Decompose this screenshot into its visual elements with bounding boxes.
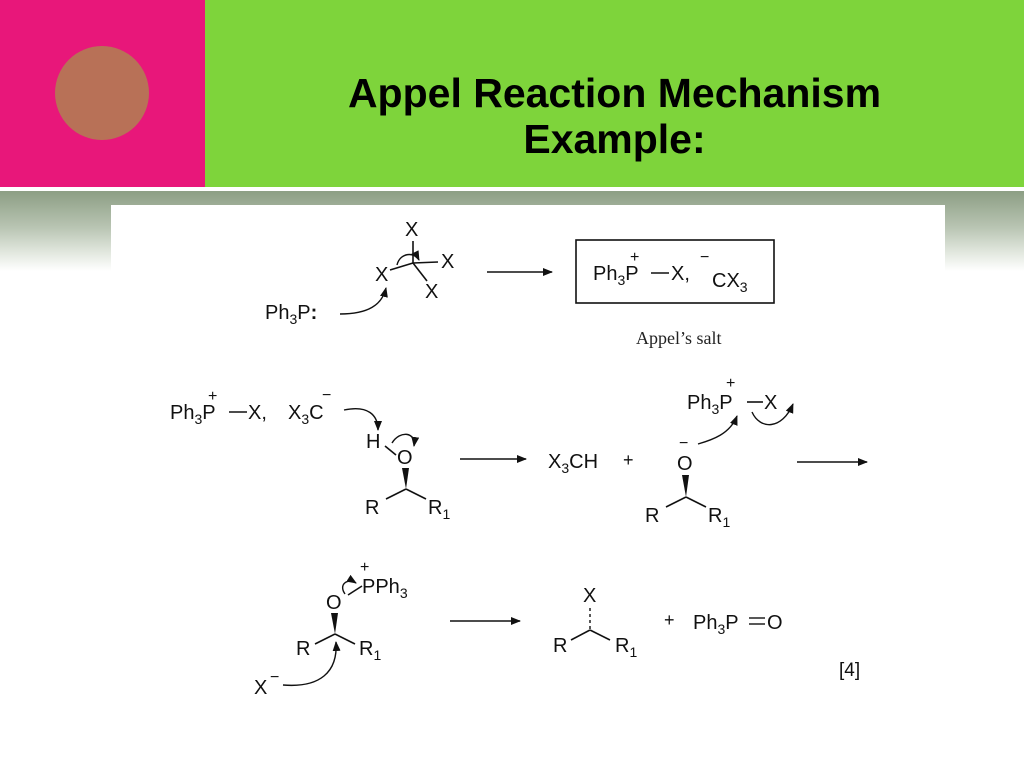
step3-plus: + bbox=[664, 610, 675, 630]
step1-tetrahalomethane: X X X X bbox=[375, 219, 454, 303]
svg-text:Ph3P: Ph3P bbox=[593, 263, 639, 288]
svg-text:+: + bbox=[726, 375, 735, 392]
svg-text:X,: X, bbox=[671, 263, 690, 285]
svg-text:X: X bbox=[405, 219, 418, 241]
svg-text:H: H bbox=[366, 431, 380, 453]
svg-text:X: X bbox=[583, 585, 596, 607]
svg-text:R1: R1 bbox=[359, 638, 381, 663]
appel-salt-label: Appel’s salt bbox=[636, 328, 722, 348]
step2-trihalomethyl-anion: X3C − bbox=[288, 387, 331, 427]
svg-text:−: − bbox=[270, 669, 279, 686]
svg-text:R: R bbox=[365, 497, 379, 519]
step3-alkyl-halide: X R R1 bbox=[553, 585, 637, 660]
step3-phosphine-oxide: Ph3P O bbox=[693, 612, 783, 637]
svg-text:X: X bbox=[425, 281, 438, 303]
svg-text:+: + bbox=[630, 249, 639, 266]
svg-text:O: O bbox=[767, 612, 783, 634]
slide-title-line1: Appel Reaction Mechanism bbox=[347, 70, 882, 116]
svg-text:Ph3P: Ph3P bbox=[693, 612, 739, 637]
svg-text:R1: R1 bbox=[428, 497, 450, 522]
step1-reagent: Ph3P: bbox=[265, 302, 317, 327]
svg-text:O: O bbox=[397, 447, 413, 469]
citation-label: [4] bbox=[839, 660, 860, 681]
svg-text:O: O bbox=[326, 592, 342, 614]
svg-text:X3CH: X3CH bbox=[548, 451, 598, 476]
step1-attack-arrow bbox=[339, 287, 388, 315]
svg-text:+: + bbox=[360, 559, 369, 576]
svg-text:X: X bbox=[254, 677, 267, 699]
step2-alcohol: H O R R1 bbox=[365, 431, 450, 522]
decorative-circle bbox=[55, 46, 149, 140]
svg-text:R: R bbox=[645, 505, 659, 527]
step2-haloform: X3CH bbox=[548, 451, 598, 476]
slide-title: Appel Reaction Mechanism Example: bbox=[205, 70, 1024, 162]
step2-appel-salt: Ph3P + X, bbox=[170, 388, 267, 427]
step3-oxyphosphonium: + PPh3 O R R1 bbox=[296, 559, 408, 663]
svg-text:−: − bbox=[322, 387, 331, 404]
step2-plus: + bbox=[623, 450, 634, 470]
svg-text:R: R bbox=[553, 635, 567, 657]
svg-text:X: X bbox=[375, 264, 388, 286]
svg-text:X,: X, bbox=[248, 402, 267, 424]
step2-deprotonation-arrow bbox=[343, 408, 382, 431]
svg-text:R1: R1 bbox=[708, 505, 730, 530]
mechanism-panel bbox=[111, 205, 945, 725]
svg-text:−: − bbox=[700, 249, 709, 266]
svg-text:Ph3P: Ph3P bbox=[687, 392, 733, 417]
step3-halide-nucleophile: X − bbox=[254, 641, 341, 699]
svg-text:X: X bbox=[764, 392, 777, 414]
svg-text:CX3: CX3 bbox=[712, 270, 748, 295]
appel-salt-box: Ph3P + X, − CX3 bbox=[575, 239, 775, 304]
svg-text:R1: R1 bbox=[615, 635, 637, 660]
svg-text:O: O bbox=[677, 453, 693, 475]
svg-text:R: R bbox=[296, 638, 310, 660]
svg-text:Ph3P:: Ph3P: bbox=[265, 302, 317, 327]
slide-title-line2: Example: bbox=[523, 116, 706, 162]
svg-text:X3C: X3C bbox=[288, 402, 324, 427]
svg-text:X: X bbox=[441, 251, 454, 273]
svg-text:PPh3: PPh3 bbox=[362, 576, 408, 601]
svg-text:+: + bbox=[208, 388, 217, 405]
header-separator bbox=[0, 187, 1024, 191]
green-header-block bbox=[205, 0, 1024, 187]
step2-alkoxide: − O R R1 bbox=[645, 415, 738, 530]
step2-phosphonium: Ph3P + X bbox=[687, 375, 794, 426]
svg-text:−: − bbox=[679, 435, 688, 452]
svg-text:Ph3P: Ph3P bbox=[170, 402, 216, 427]
